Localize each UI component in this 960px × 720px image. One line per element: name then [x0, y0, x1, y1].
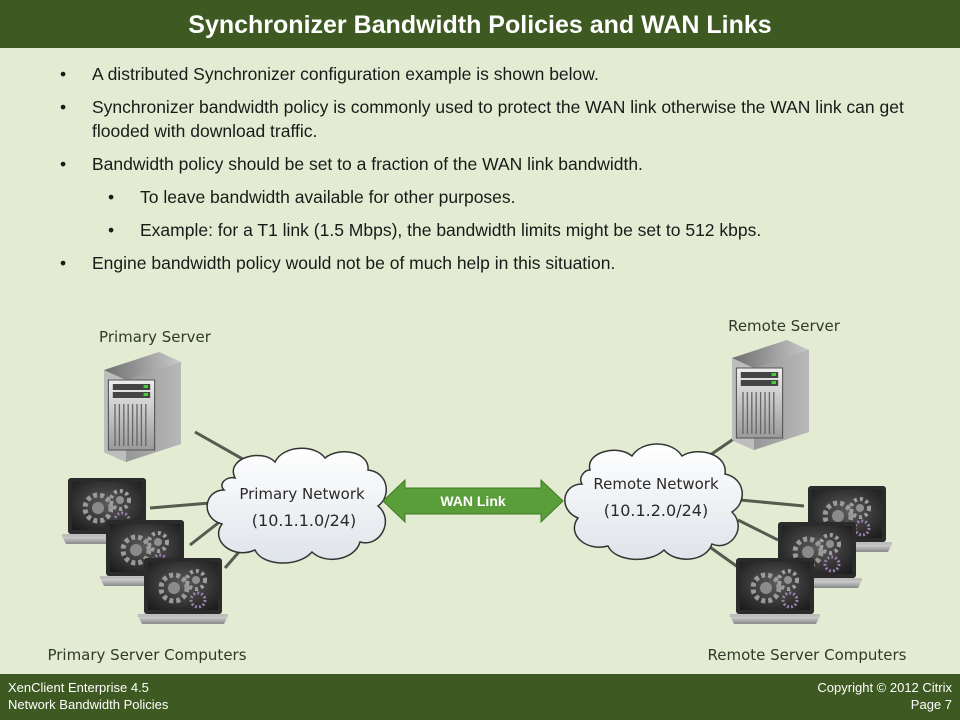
primary-network-name: Primary Network [239, 485, 365, 503]
remote-network-cloud-icon [564, 443, 743, 561]
bullet-list: • A distributed Synchronizer configuratio… [58, 62, 928, 284]
remote-server-label: Remote Server [728, 317, 841, 335]
sub-bullet-item: • Example: for a T1 link (1.5 Mbps), the … [58, 218, 928, 242]
title-bar: Synchronizer Bandwidth Policies and WAN … [0, 0, 960, 48]
remote-server-icon [731, 339, 810, 451]
remote-laptop-icon [730, 558, 820, 624]
bullet-text: Engine bandwidth policy would not be of … [92, 253, 616, 273]
footer-product: XenClient Enterprise 4.5 [8, 680, 149, 695]
bullet-dot: • [60, 97, 67, 117]
bullet-item: • Engine bandwidth policy would not be of… [58, 251, 928, 275]
footer-copyright: Copyright © 2012 Citrix [817, 680, 952, 695]
primary-server-icon [103, 351, 182, 463]
remote-network-name: Remote Network [593, 475, 719, 493]
remote-computers-label: Remote Server Computers [708, 646, 907, 664]
footer-bar: XenClient Enterprise 4.5 Network Bandwid… [0, 674, 960, 720]
bullet-text: To leave bandwidth available for other p… [140, 187, 516, 207]
primary-computers-label: Primary Server Computers [47, 646, 246, 664]
bullet-dot: • [108, 187, 115, 207]
wan-link-label: WAN Link [440, 493, 506, 509]
primary-network-subnet: (10.1.1.0/24) [252, 511, 356, 530]
footer-page-number: Page 7 [910, 697, 952, 712]
bullet-item: • A distributed Synchronizer configuratio… [58, 62, 928, 86]
bullet-text: A distributed Synchronizer configuration… [92, 64, 599, 84]
footer-right: Copyright © 2012 Citrix Page 7 [817, 679, 952, 713]
bullet-text: Synchronizer bandwidth policy is commonl… [92, 97, 904, 141]
footer-left: XenClient Enterprise 4.5 Network Bandwid… [8, 679, 168, 713]
remote-network-subnet: (10.1.2.0/24) [604, 501, 708, 520]
primary-network-cloud-icon [206, 447, 388, 564]
primary-laptop-icon [138, 558, 228, 624]
bullet-dot: • [60, 253, 67, 273]
bullet-text: Bandwidth policy should be set to a frac… [92, 154, 643, 174]
bullet-dot: • [60, 64, 67, 84]
wan-link-double-arrow-icon [382, 478, 564, 524]
bullet-dot: • [108, 220, 115, 240]
bullet-item: • Bandwidth policy should be set to a fra… [58, 152, 928, 176]
bullet-item: • Synchronizer bandwidth policy is common… [58, 95, 928, 143]
sub-bullet-item: • To leave bandwidth available for other … [58, 185, 928, 209]
primary-server-label: Primary Server [99, 328, 212, 346]
bullet-dot: • [60, 154, 67, 174]
slide-title: Synchronizer Bandwidth Policies and WAN … [188, 11, 772, 39]
bullet-text: Example: for a T1 link (1.5 Mbps), the b… [140, 220, 762, 240]
footer-module: Network Bandwidth Policies [8, 697, 169, 712]
